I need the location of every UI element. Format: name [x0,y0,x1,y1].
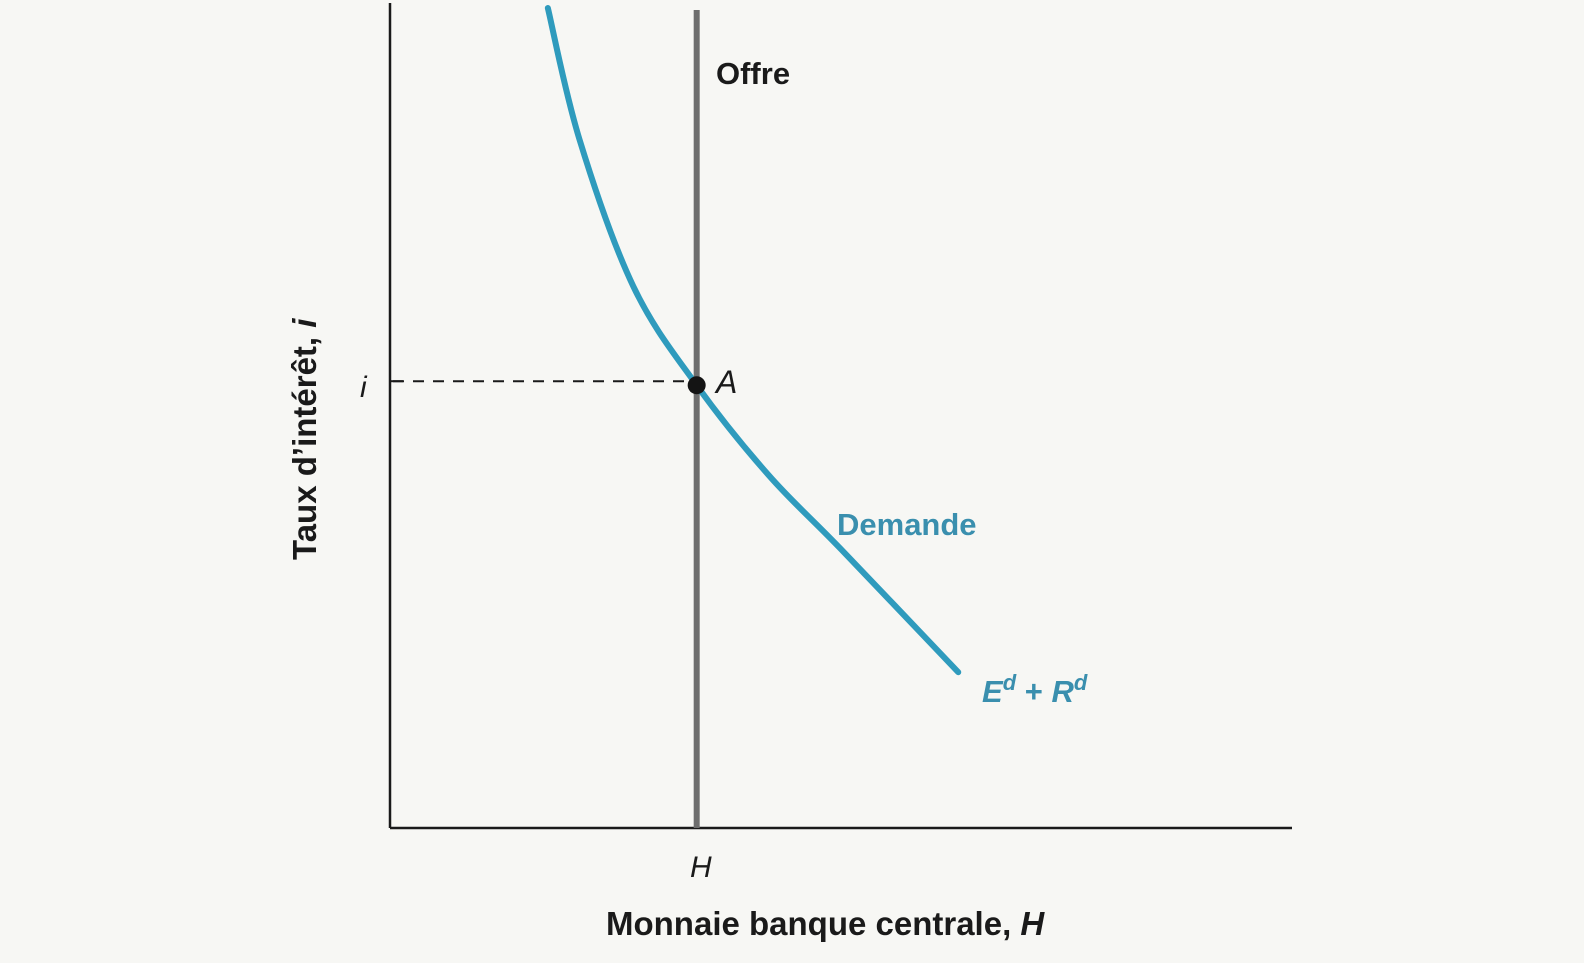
formula-e: E [982,674,1004,709]
equilibrium-point-marker [687,376,706,395]
demand-curve [544,5,962,676]
supply-label: Offre [716,56,790,91]
demand-label: Demande [837,507,977,542]
x-tick-label-h: H [690,851,712,884]
y-tick-label-i: i [360,371,368,404]
demand-formula-label: Ed + Rd [982,670,1088,709]
formula-plus: + [1016,674,1051,709]
x-axis-title: Monnaie banque centrale, H [606,905,1045,942]
x-axis-title-variable: H [1020,905,1045,942]
formula-r: R [1051,674,1074,709]
equilibrium-point-label: A [714,364,737,400]
x-axis-title-text: Monnaie banque centrale, [606,905,1020,942]
formula-r-superscript: d [1074,670,1088,695]
y-axis-title-variable: i [286,318,323,328]
y-axis-title-text: Taux d’intérêt, [286,328,323,560]
y-axis-title: Taux d’intérêt, i [286,318,323,560]
formula-e-superscript: d [1003,670,1017,695]
